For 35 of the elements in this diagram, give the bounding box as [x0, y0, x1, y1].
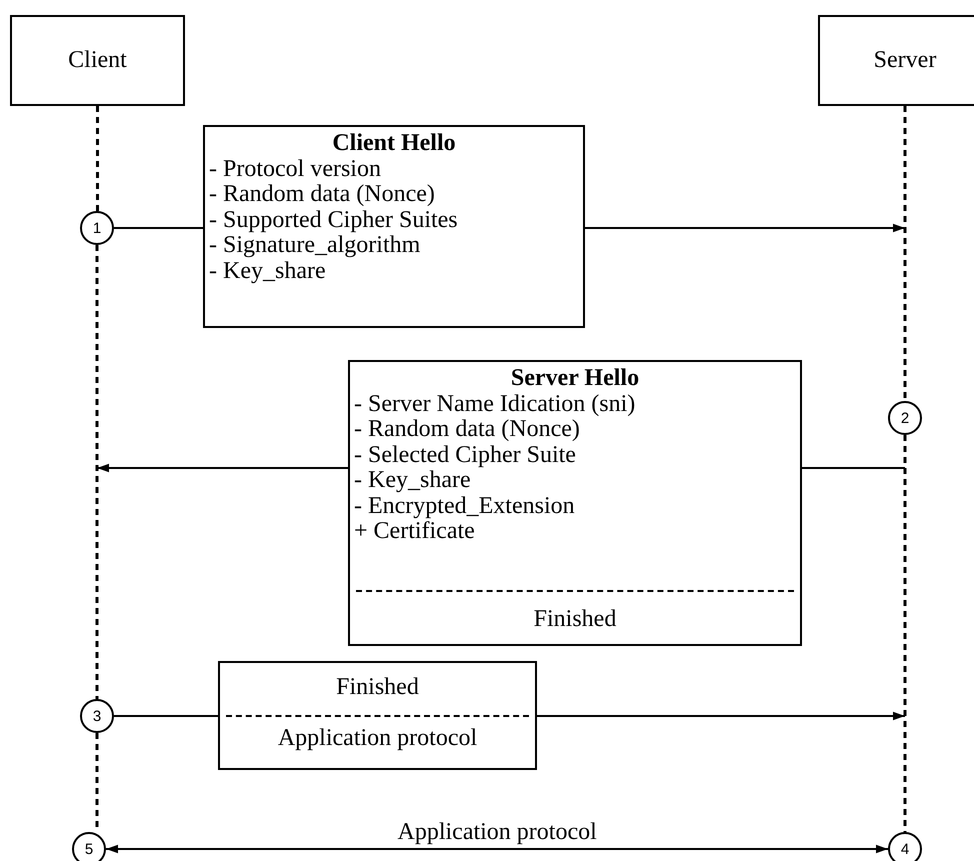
message-field: - Key_share	[209, 258, 326, 284]
lifeline	[904, 435, 906, 832]
message-text: Finished	[335, 675, 420, 700]
message-text: Application protocol	[276, 726, 478, 752]
step-number-circle: 5	[72, 832, 106, 861]
lifeline	[96, 245, 98, 699]
message-box	[203, 125, 585, 328]
message-field: - Selected Cipher Suite	[354, 442, 576, 468]
message-field: - Encrypted_Extension	[354, 494, 575, 519]
message-field: - Key_share	[354, 468, 471, 494]
arrow	[97, 464, 348, 472]
message-field: - Supported Cipher Suites	[209, 208, 458, 233]
participant-box: Server	[818, 15, 974, 106]
message-field: - Random data (Nonce)	[354, 417, 580, 442]
step-number-circle: 2	[888, 401, 922, 435]
message-field: - Random data (Nonce)	[209, 182, 435, 208]
message-box	[218, 661, 537, 770]
message-box	[348, 360, 802, 646]
message-text: Finished	[532, 607, 618, 632]
message-field: - Protocol version	[209, 156, 381, 182]
message-title: Server Hello	[510, 366, 640, 392]
arrow	[106, 844, 888, 854]
step-number-circle: 4	[888, 832, 922, 861]
message-field: - Server Name Idication (sni)	[354, 392, 636, 417]
arrow	[585, 224, 905, 232]
lifeline	[96, 106, 99, 211]
arrow	[537, 712, 905, 720]
message-field: - Signature_algorithm	[209, 233, 420, 258]
edge-label: Application protocol	[396, 819, 599, 845]
lifeline	[904, 106, 906, 401]
message-field: + Certificate	[354, 519, 475, 544]
message-title: Client Hello	[331, 131, 457, 156]
step-number-circle: 1	[80, 211, 114, 245]
participant-box: Client	[10, 15, 185, 106]
step-number-circle: 3	[80, 699, 114, 733]
